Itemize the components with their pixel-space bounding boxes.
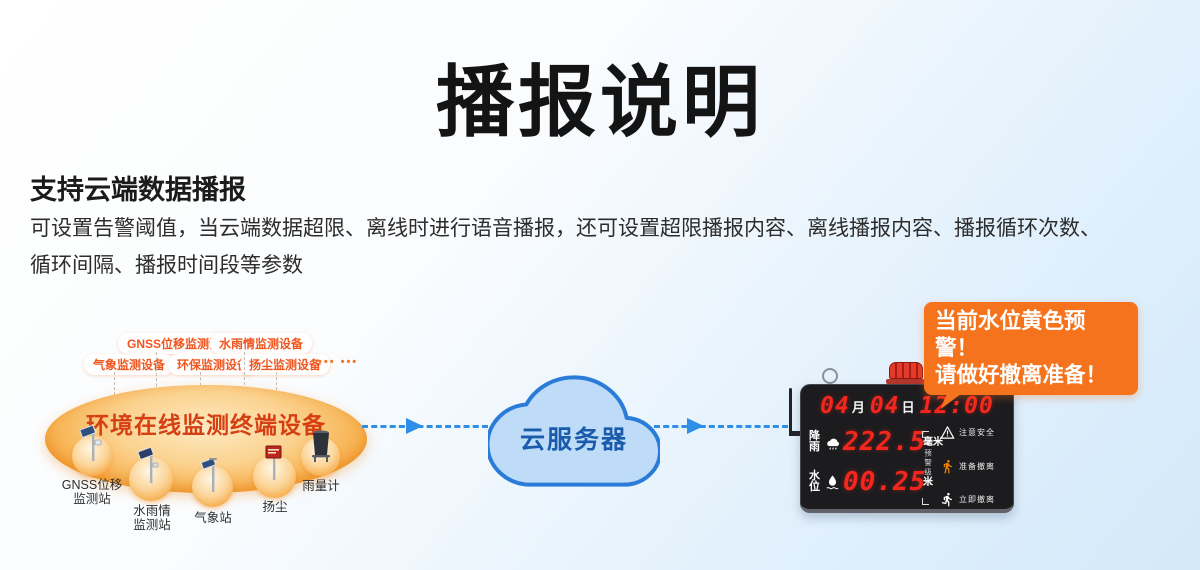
hanging-ring-icon <box>822 368 838 384</box>
rainfall-label: 降雨 <box>809 429 820 453</box>
flow-arrow-left <box>362 425 488 428</box>
tag-connector <box>114 372 115 405</box>
cloud-server-label: 云服务器 <box>519 426 628 454</box>
warning-scale: 预警级别 <box>922 431 934 505</box>
month-value: 04 <box>820 393 850 419</box>
station-label-rain-gauge: 雨量计 <box>302 479 340 493</box>
station-label-weather: 气象站 <box>194 511 232 525</box>
section-description: 可设置告警阈值，当云端数据超限、离线时进行语音播报，还可设置超限播报内容、离线播… <box>30 210 1185 284</box>
water-level-label: 水位 <box>809 469 820 493</box>
section-description-line2: 循环间隔、播报时间段等参数 <box>30 254 303 277</box>
device-tag-hydrology: 水雨情监测设备 <box>210 333 313 354</box>
antenna-icon <box>789 388 792 436</box>
cloud-icon <box>488 374 660 488</box>
scale-corner-top-icon <box>922 431 929 438</box>
warning-level-1: 注意安全 <box>940 425 995 440</box>
led-display-panel: 04 月 04 日 12:00 降雨 222.5 毫米 水位 00.25 米 预… <box>800 384 1014 513</box>
weather-station-icon <box>200 457 217 492</box>
gnss-station-icon <box>79 425 102 461</box>
warning-triangle-icon <box>940 426 955 439</box>
station-label-hydrology: 水雨情 监测站 <box>133 504 171 532</box>
section-description-line1: 可设置告警阈值，当云端数据超限、离线时进行语音播报，还可设置超限播报内容、离线播… <box>30 217 1101 240</box>
rainfall-row: 降雨 222.5 毫米 <box>809 427 945 457</box>
tag-connector <box>244 352 245 400</box>
device-tag-dust: 扬尘监测设备 <box>240 354 331 375</box>
page-title: 播报说明 <box>435 58 764 146</box>
alarm-beacon-icon <box>886 362 926 384</box>
water-drop-icon <box>824 474 841 491</box>
device-tag-weather: 气象监测设备 <box>84 354 175 375</box>
day-value: 04 <box>869 393 900 419</box>
station-label-dust: 扬尘 <box>262 500 288 514</box>
warning-bubble-line2: 请做好撤离准备！ <box>935 363 1108 387</box>
more-devices-dots: ••• ••• <box>318 356 359 368</box>
arrowhead-icon <box>687 418 704 434</box>
terminal-title: 环境在线监测终端设备 <box>86 412 326 438</box>
running-person-icon <box>941 492 952 507</box>
warning-level-2: 准备撤离 <box>940 459 995 474</box>
cloud-server: 云服务器 <box>488 374 660 488</box>
time-value: 12:00 <box>919 393 994 419</box>
rain-gauge-icon <box>312 430 330 462</box>
tag-connector <box>156 352 157 402</box>
walking-person-icon <box>943 459 952 473</box>
water-level-value: 00.25 <box>843 467 927 497</box>
antenna-mount <box>789 431 802 436</box>
date-time-row: 04 月 04 日 12:00 <box>809 393 1005 419</box>
scale-corner-bottom-icon <box>922 498 929 505</box>
rainfall-value: 222.5 <box>843 427 927 457</box>
rainfall-unit: 毫米 <box>923 436 943 448</box>
arrowhead-icon <box>406 418 423 434</box>
warning-bubble-line1: 当前水位黄色预警！ <box>935 309 1086 360</box>
day-unit: 日 <box>901 399 915 415</box>
flow-arrow-right <box>654 425 788 428</box>
warning-bubble: 当前水位黄色预警！ 请做好撤离准备！ <box>924 302 1138 409</box>
tag-connector <box>276 372 277 400</box>
dust-station-icon <box>265 445 282 480</box>
station-label-gnss: GNSS位移 监测站 <box>61 478 123 506</box>
hydrology-station-icon <box>137 447 159 483</box>
device-tag-environment: 环保监测设备 <box>168 354 259 375</box>
warning-levels: 注意安全 准备撤离 立即撤离 <box>940 425 995 507</box>
rain-cloud-icon <box>824 434 841 451</box>
water-level-unit: 米 <box>923 476 933 488</box>
warning-scale-label: 预警级别 <box>923 449 933 487</box>
water-level-row: 水位 00.25 米 <box>809 467 945 497</box>
month-unit: 月 <box>851 399 865 415</box>
section-heading: 支持云端数据播报 <box>30 175 246 205</box>
warning-level-3: 立即撤离 <box>940 492 995 507</box>
